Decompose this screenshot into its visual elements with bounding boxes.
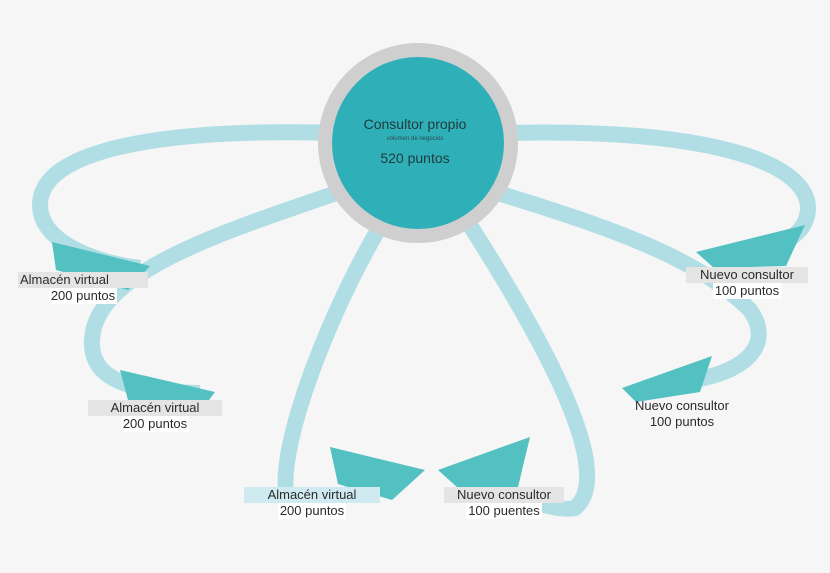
node-name: Almacén virtual	[244, 487, 380, 503]
node-name: Nuevo consultor	[444, 487, 564, 503]
arrow-head-bottom-left	[330, 447, 425, 500]
center-node-text: Consultor propio volumen de negocios 520…	[330, 110, 500, 166]
node-name: Almacén virtual	[88, 400, 222, 416]
node-name: Nuevo consultor	[686, 267, 808, 283]
arrow-head-right-middle	[622, 356, 712, 402]
node-label-left-middle: Almacén virtual 200 puntos	[88, 400, 222, 432]
arrow-head-bottom-right	[438, 437, 530, 497]
node-label-bottom-right: Nuevo consultor 100 puentes	[444, 487, 564, 519]
center-title: Consultor propio	[363, 116, 467, 132]
node-label-bottom-left: Almacén virtual 200 puntos	[244, 487, 380, 519]
center-subtitle: volumen de negocios	[386, 136, 444, 142]
node-points: 100 puntos	[649, 414, 715, 429]
node-label-right-middle: Nuevo consultor 100 puntos	[622, 398, 742, 430]
node-points: 100 puntos	[712, 283, 782, 299]
node-points: 200 puntos	[48, 288, 118, 304]
node-name: Almacén virtual	[18, 272, 148, 288]
arrow-head-right-top	[696, 225, 805, 268]
node-name: Nuevo consultor	[635, 398, 729, 413]
node-points: 200 puntos	[120, 416, 190, 432]
node-points: 100 puentes	[466, 503, 542, 519]
node-points: 200 puntos	[277, 503, 347, 519]
center-node	[332, 57, 504, 229]
node-label-right-top: Nuevo consultor 100 puntos	[686, 267, 808, 299]
node-label-left-top: Almacén virtual 200 puntos	[18, 272, 148, 304]
center-points: 520 puntos	[380, 150, 450, 166]
